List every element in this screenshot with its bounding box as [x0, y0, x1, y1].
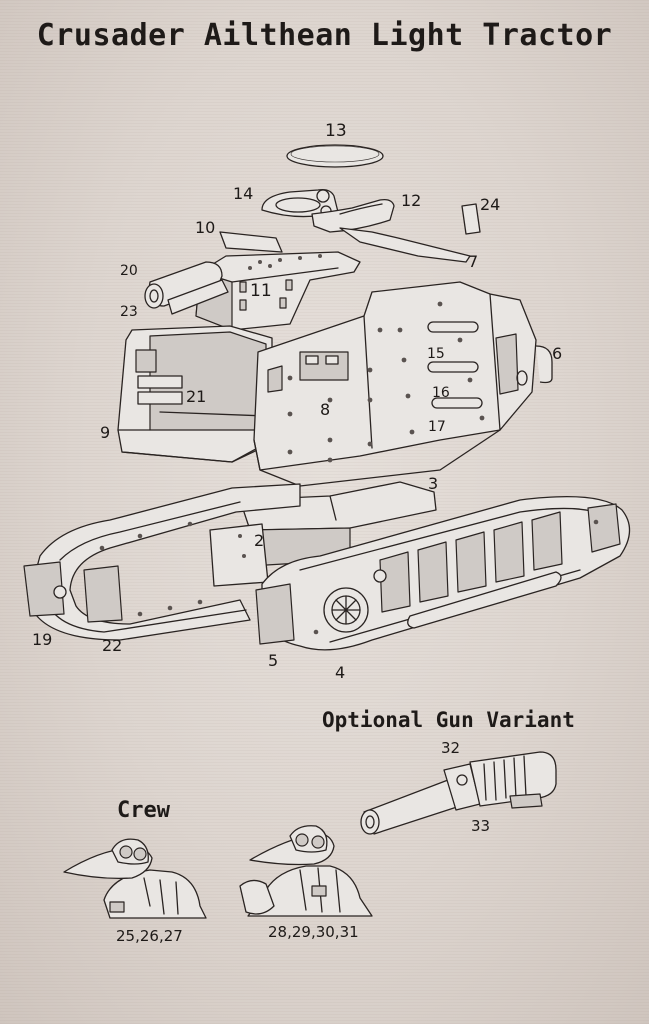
crew-b-parts-label: 28,29,30,31: [268, 923, 359, 941]
callout-7: 7: [468, 252, 479, 271]
part-track-right: [255, 496, 631, 651]
part-track-left: [23, 483, 301, 641]
callout-20: 20: [120, 263, 138, 279]
callout-19: 19: [32, 630, 53, 649]
callout-22: 22: [102, 636, 123, 655]
part-hull-left: [117, 325, 273, 463]
callout-14: 14: [233, 184, 254, 203]
callout-17: 17: [428, 419, 446, 435]
part-turret: [144, 231, 361, 331]
callout-9: 9: [100, 423, 111, 442]
callout-8: 8: [320, 400, 331, 419]
part-hatch-disc: [286, 144, 384, 168]
callout-13: 13: [325, 121, 347, 141]
callout-16: 16: [432, 385, 450, 401]
callout-5: 5: [268, 651, 279, 670]
callout-6: 6: [552, 344, 563, 363]
callout-23: 23: [120, 304, 138, 320]
part-small-plate: [461, 203, 481, 235]
part-hull-main: [253, 281, 553, 487]
callout-32: 32: [441, 739, 461, 757]
callout-11: 11: [250, 281, 272, 301]
part-cupola-rings: [261, 188, 471, 263]
callout-33: 33: [471, 817, 491, 835]
callout-21: 21: [186, 387, 207, 406]
callout-3: 3: [428, 474, 439, 493]
crew-heading: Crew: [117, 798, 170, 823]
callout-15: 15: [427, 346, 445, 362]
gun-variant-heading: Optional Gun Variant: [322, 708, 575, 732]
callout-12: 12: [401, 191, 422, 210]
callout-24: 24: [480, 195, 501, 214]
callout-2: 2: [254, 531, 265, 550]
crew-figure-a: [63, 838, 207, 919]
part-optional-gun: [360, 751, 557, 835]
crew-figure-b: [239, 825, 373, 917]
callout-10: 10: [195, 218, 216, 237]
crew-a-parts-label: 25,26,27: [116, 927, 183, 945]
sheet-title: Crusader Ailthean Light Tractor: [36, 18, 613, 53]
callout-4: 4: [335, 663, 346, 682]
